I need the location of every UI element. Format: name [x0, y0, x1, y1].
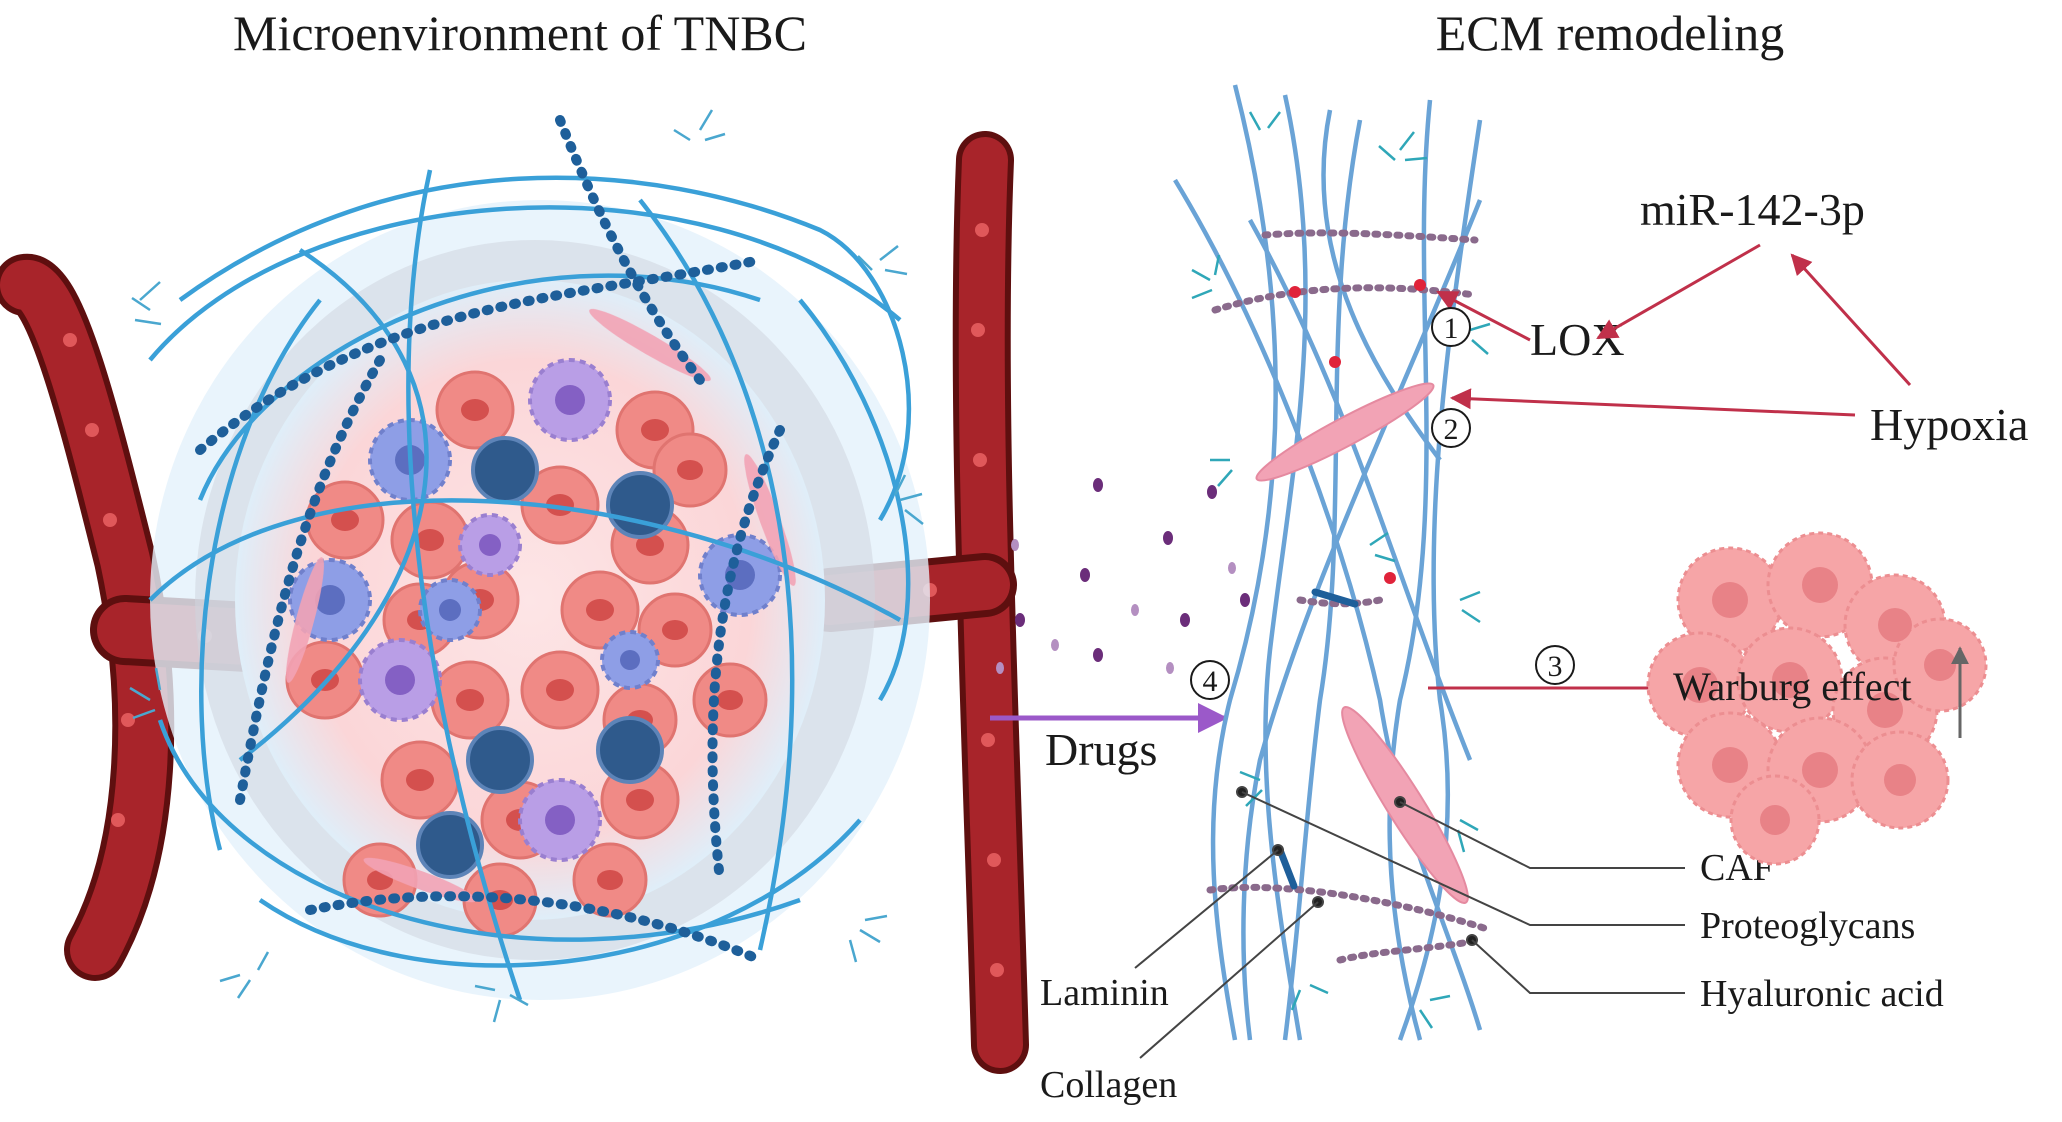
legend-collagen: Collagen — [1040, 1064, 1177, 1106]
legend-leaders — [1134, 786, 1685, 1059]
proteoglycans-tumor — [129, 109, 924, 1023]
ecm-fibers-tumor — [148, 169, 912, 1001]
hypoxia-label: Hypoxia — [1870, 399, 2028, 450]
step-2: 2 — [1431, 408, 1471, 448]
legend-proteoglycans: Proteoglycans — [1700, 905, 1915, 947]
legend-laminin: Laminin — [1040, 972, 1169, 1014]
crosslink-points — [1289, 279, 1426, 584]
svg-text:4: 4 — [1203, 665, 1218, 698]
left-panel-title: Microenvironment of TNBC — [233, 5, 807, 61]
warburg-tumor-cluster — [1646, 531, 1988, 866]
warburg-label: Warburg effect — [1673, 664, 1912, 709]
ecm-beaded-fibers-tumor — [195, 115, 785, 965]
proteoglycans-ecm — [1191, 111, 1491, 1029]
tumor-microenvironment — [0, 109, 1029, 1074]
svg-text:1: 1 — [1444, 312, 1459, 345]
legend-hyaluronic-acid: Hyaluronic acid — [1700, 973, 1944, 1015]
lox-label: LOX — [1530, 314, 1625, 365]
right-panel-title: ECM remodeling — [1436, 5, 1785, 61]
caf-cell-upper — [1255, 382, 1435, 482]
mirna-label: miR-142-3p — [1640, 184, 1865, 235]
drug-particles — [996, 478, 1250, 674]
pathway-arrows — [1428, 243, 1912, 699]
drugs-label: Drugs — [1045, 724, 1157, 775]
step-3: 3 — [1535, 645, 1575, 685]
step-1: 1 — [1431, 307, 1471, 347]
svg-text:2: 2 — [1444, 413, 1459, 446]
laminin-molecules — [1276, 588, 1359, 890]
step-4: 4 — [1190, 660, 1230, 700]
svg-text:3: 3 — [1548, 650, 1563, 683]
